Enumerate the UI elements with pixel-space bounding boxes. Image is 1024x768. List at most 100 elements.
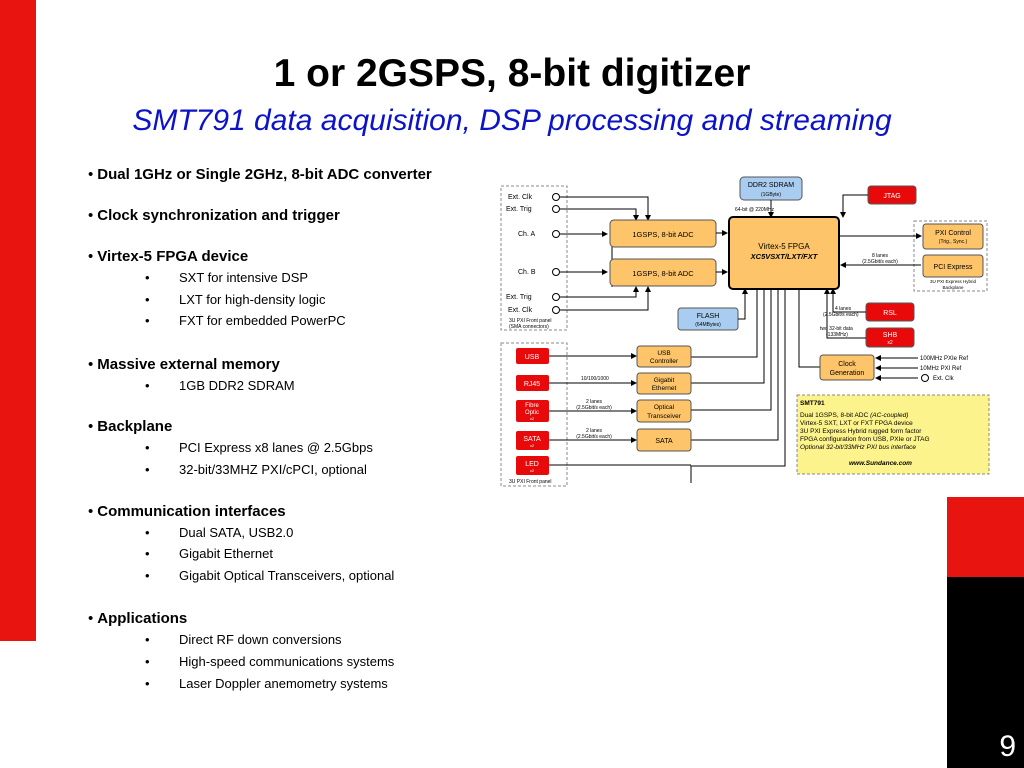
bullet-list: •Dual 1GHz or Single 2GHz, 8-bit ADC con… bbox=[88, 166, 498, 694]
bullet-applications: •Applications bbox=[88, 610, 188, 628]
list-item: SXT for intensive DSP bbox=[88, 267, 498, 289]
ethernet-speed-label: 10/100/1000 bbox=[581, 376, 609, 382]
sata-controller-label: SATA bbox=[655, 438, 673, 445]
sma-connector-icon bbox=[552, 205, 560, 213]
usb-controller-block bbox=[636, 345, 692, 368]
fpga-label: Virtex-5 FPGA bbox=[758, 242, 810, 251]
corner-red-block bbox=[947, 497, 1024, 577]
fibre-optic-port bbox=[516, 400, 549, 422]
optical-transceiver-label: Optical bbox=[654, 404, 675, 411]
rj45-port bbox=[516, 375, 549, 391]
sata-port-label: x2 bbox=[530, 443, 535, 448]
sata-lanes-label: 2 lanes bbox=[586, 428, 603, 434]
smt791-summary-line: Dual 1GSPS, 8-bit ADC (AC-coupled) bbox=[800, 412, 908, 419]
shb-label: SHB bbox=[883, 332, 898, 339]
list-item: Dual SATA, USB2.0 bbox=[88, 522, 498, 544]
bullet-memory: •Massive external memory bbox=[88, 355, 280, 373]
bullet-clock: •Clock synchronization and trigger bbox=[88, 207, 340, 224]
ch-a-label: Ch. A bbox=[518, 231, 535, 238]
sma-connector-icon bbox=[552, 230, 560, 238]
gigabit-ethernet-label: Gigabit bbox=[654, 377, 675, 384]
optical-transceiver-block bbox=[636, 399, 692, 423]
backplane-label: Backplane bbox=[942, 285, 964, 290]
fibre-port-label: Fibre bbox=[525, 403, 539, 409]
sma-connector-icon bbox=[552, 306, 560, 314]
front-panel-group bbox=[500, 342, 568, 487]
shb-data-label: (133MHz) bbox=[826, 332, 848, 338]
sma-connector-icon bbox=[921, 374, 929, 382]
sata-port-label: SATA bbox=[523, 436, 541, 443]
list-item: 32-bit/33MHZ PXI/cPCI, optional bbox=[88, 459, 498, 481]
bullet-communication: •Communication interfaces bbox=[88, 502, 286, 520]
sma-connector-icon bbox=[552, 193, 560, 201]
slide-title: 1 or 2GSPS, 8-bit digitizer bbox=[273, 52, 751, 95]
jtag-label: JTAG bbox=[883, 193, 900, 200]
usb-port-label: USB bbox=[525, 354, 540, 361]
backplane-sublist: PCI Express x8 lanes @ 2.5Gbps 32-bit/33… bbox=[88, 437, 498, 480]
smt791-summary-line: FPGA configuration from USB, PXIe or JTA… bbox=[800, 436, 930, 443]
page-number: 9 bbox=[999, 730, 1016, 763]
sata-lanes-label: (2.5Gbit/s each) bbox=[576, 434, 612, 440]
smt791-summary-title: SMT791 bbox=[800, 400, 825, 407]
optical-lanes-label: 2 lanes bbox=[586, 399, 603, 405]
pci-express-label: PCI Express bbox=[934, 264, 973, 271]
list-item: LXT for high-density logic bbox=[88, 289, 498, 311]
rsl-lanes-label: (2.5Gbit/s each) bbox=[823, 312, 859, 318]
led-port bbox=[516, 456, 549, 475]
slide-subtitle: SMT791 data acquisition, DSP processing … bbox=[132, 104, 892, 137]
usb-controller-label: Controller bbox=[650, 358, 679, 365]
ext-clk-label: Ext. Clk bbox=[933, 376, 955, 382]
optical-transceiver-label: Transceiver bbox=[647, 413, 682, 420]
flash-label: FLASH bbox=[697, 313, 720, 320]
sata-controller-block bbox=[636, 428, 692, 452]
smt791-summary-line: 3U PXI Express Hybrid rugged form factor bbox=[800, 428, 922, 435]
applications-sublist: Direct RF down conversions High-speed co… bbox=[88, 629, 498, 694]
clock-generation-block bbox=[819, 354, 875, 381]
ref-pxi-label: 10MHz PXI Ref bbox=[920, 366, 962, 372]
gigabit-ethernet-block bbox=[636, 372, 692, 395]
communication-sublist: Dual SATA, USB2.0 Gigabit Ethernet Gigab… bbox=[88, 522, 498, 587]
list-item: High-speed communications systems bbox=[88, 651, 498, 673]
list-item: Direct RF down conversions bbox=[88, 629, 498, 651]
list-item: 1GB DDR2 SDRAM bbox=[88, 375, 498, 397]
sata-port bbox=[516, 431, 549, 450]
corner-black-block: 9 bbox=[947, 577, 1024, 768]
adc-label: 1GSPS, 8-bit ADC bbox=[632, 269, 694, 278]
pcie-lanes-label: 8 lanes bbox=[872, 253, 889, 259]
ext-trig-label: Ext. Trig bbox=[506, 294, 532, 301]
backplane-group bbox=[913, 220, 988, 292]
gigabit-ethernet-label: Ethernet bbox=[652, 385, 677, 392]
fibre-port-label: Optic bbox=[525, 410, 539, 416]
ext-clk-label: Ext. Clk bbox=[508, 307, 533, 314]
pxi-control-block bbox=[922, 223, 984, 250]
front-panel-ports: USB RJ45 Fibre Optic x2 SATA x2 LED x2 bbox=[516, 348, 549, 475]
ext-trig-label: Ext. Trig bbox=[506, 206, 532, 213]
block-diagram: Ext. Clk Ext. Trig Ch. A Ch. B Ext. Trig… bbox=[500, 176, 990, 487]
shb-data-label: two 32-bit data bbox=[820, 326, 853, 332]
fibre-port-label: x2 bbox=[530, 416, 535, 421]
fpga-part-label: XC5VSXT/LXT/FXT bbox=[750, 252, 819, 261]
usb-port bbox=[516, 348, 549, 364]
ddr2-label: (1GByte) bbox=[761, 192, 781, 198]
list-item: Laser Doppler anemometry systems bbox=[88, 673, 498, 695]
flash-label: (64MBytes) bbox=[695, 322, 721, 328]
list-item: Gigabit Optical Transceivers, optional bbox=[88, 565, 498, 587]
adc-label: 1GSPS, 8-bit ADC bbox=[632, 230, 694, 239]
fpga-block bbox=[728, 216, 840, 290]
clock-generation-label: Generation bbox=[830, 370, 865, 377]
fpga-sublist: SXT for intensive DSP LXT for high-densi… bbox=[88, 267, 498, 332]
pcie-lanes-label: (2.5Gbit/s each) bbox=[862, 259, 898, 265]
smt791-summary-box bbox=[796, 394, 990, 475]
ddr2-bus-label: 64-bit @ 220MHz bbox=[735, 207, 774, 213]
front-panel-label: (SMA connectors) bbox=[509, 324, 549, 330]
smt791-summary-line: Virtex-5 SXT, LXT or FXT FPGA device bbox=[800, 420, 913, 427]
pci-express-block bbox=[922, 254, 984, 278]
pxi-control-label: (Trig., Sync.) bbox=[939, 239, 968, 245]
front-panel-label: 3U PXI Front panel bbox=[509, 318, 552, 324]
bullet-adc: •Dual 1GHz or Single 2GHz, 8-bit ADC con… bbox=[88, 166, 432, 183]
memory-sublist: 1GB DDR2 SDRAM bbox=[88, 375, 498, 397]
ch-b-label: Ch. B bbox=[518, 269, 536, 276]
led-port-label: x2 bbox=[530, 468, 535, 473]
sma-connector-icon bbox=[552, 268, 560, 276]
rsl-lanes-label: 4 lanes bbox=[835, 306, 852, 312]
